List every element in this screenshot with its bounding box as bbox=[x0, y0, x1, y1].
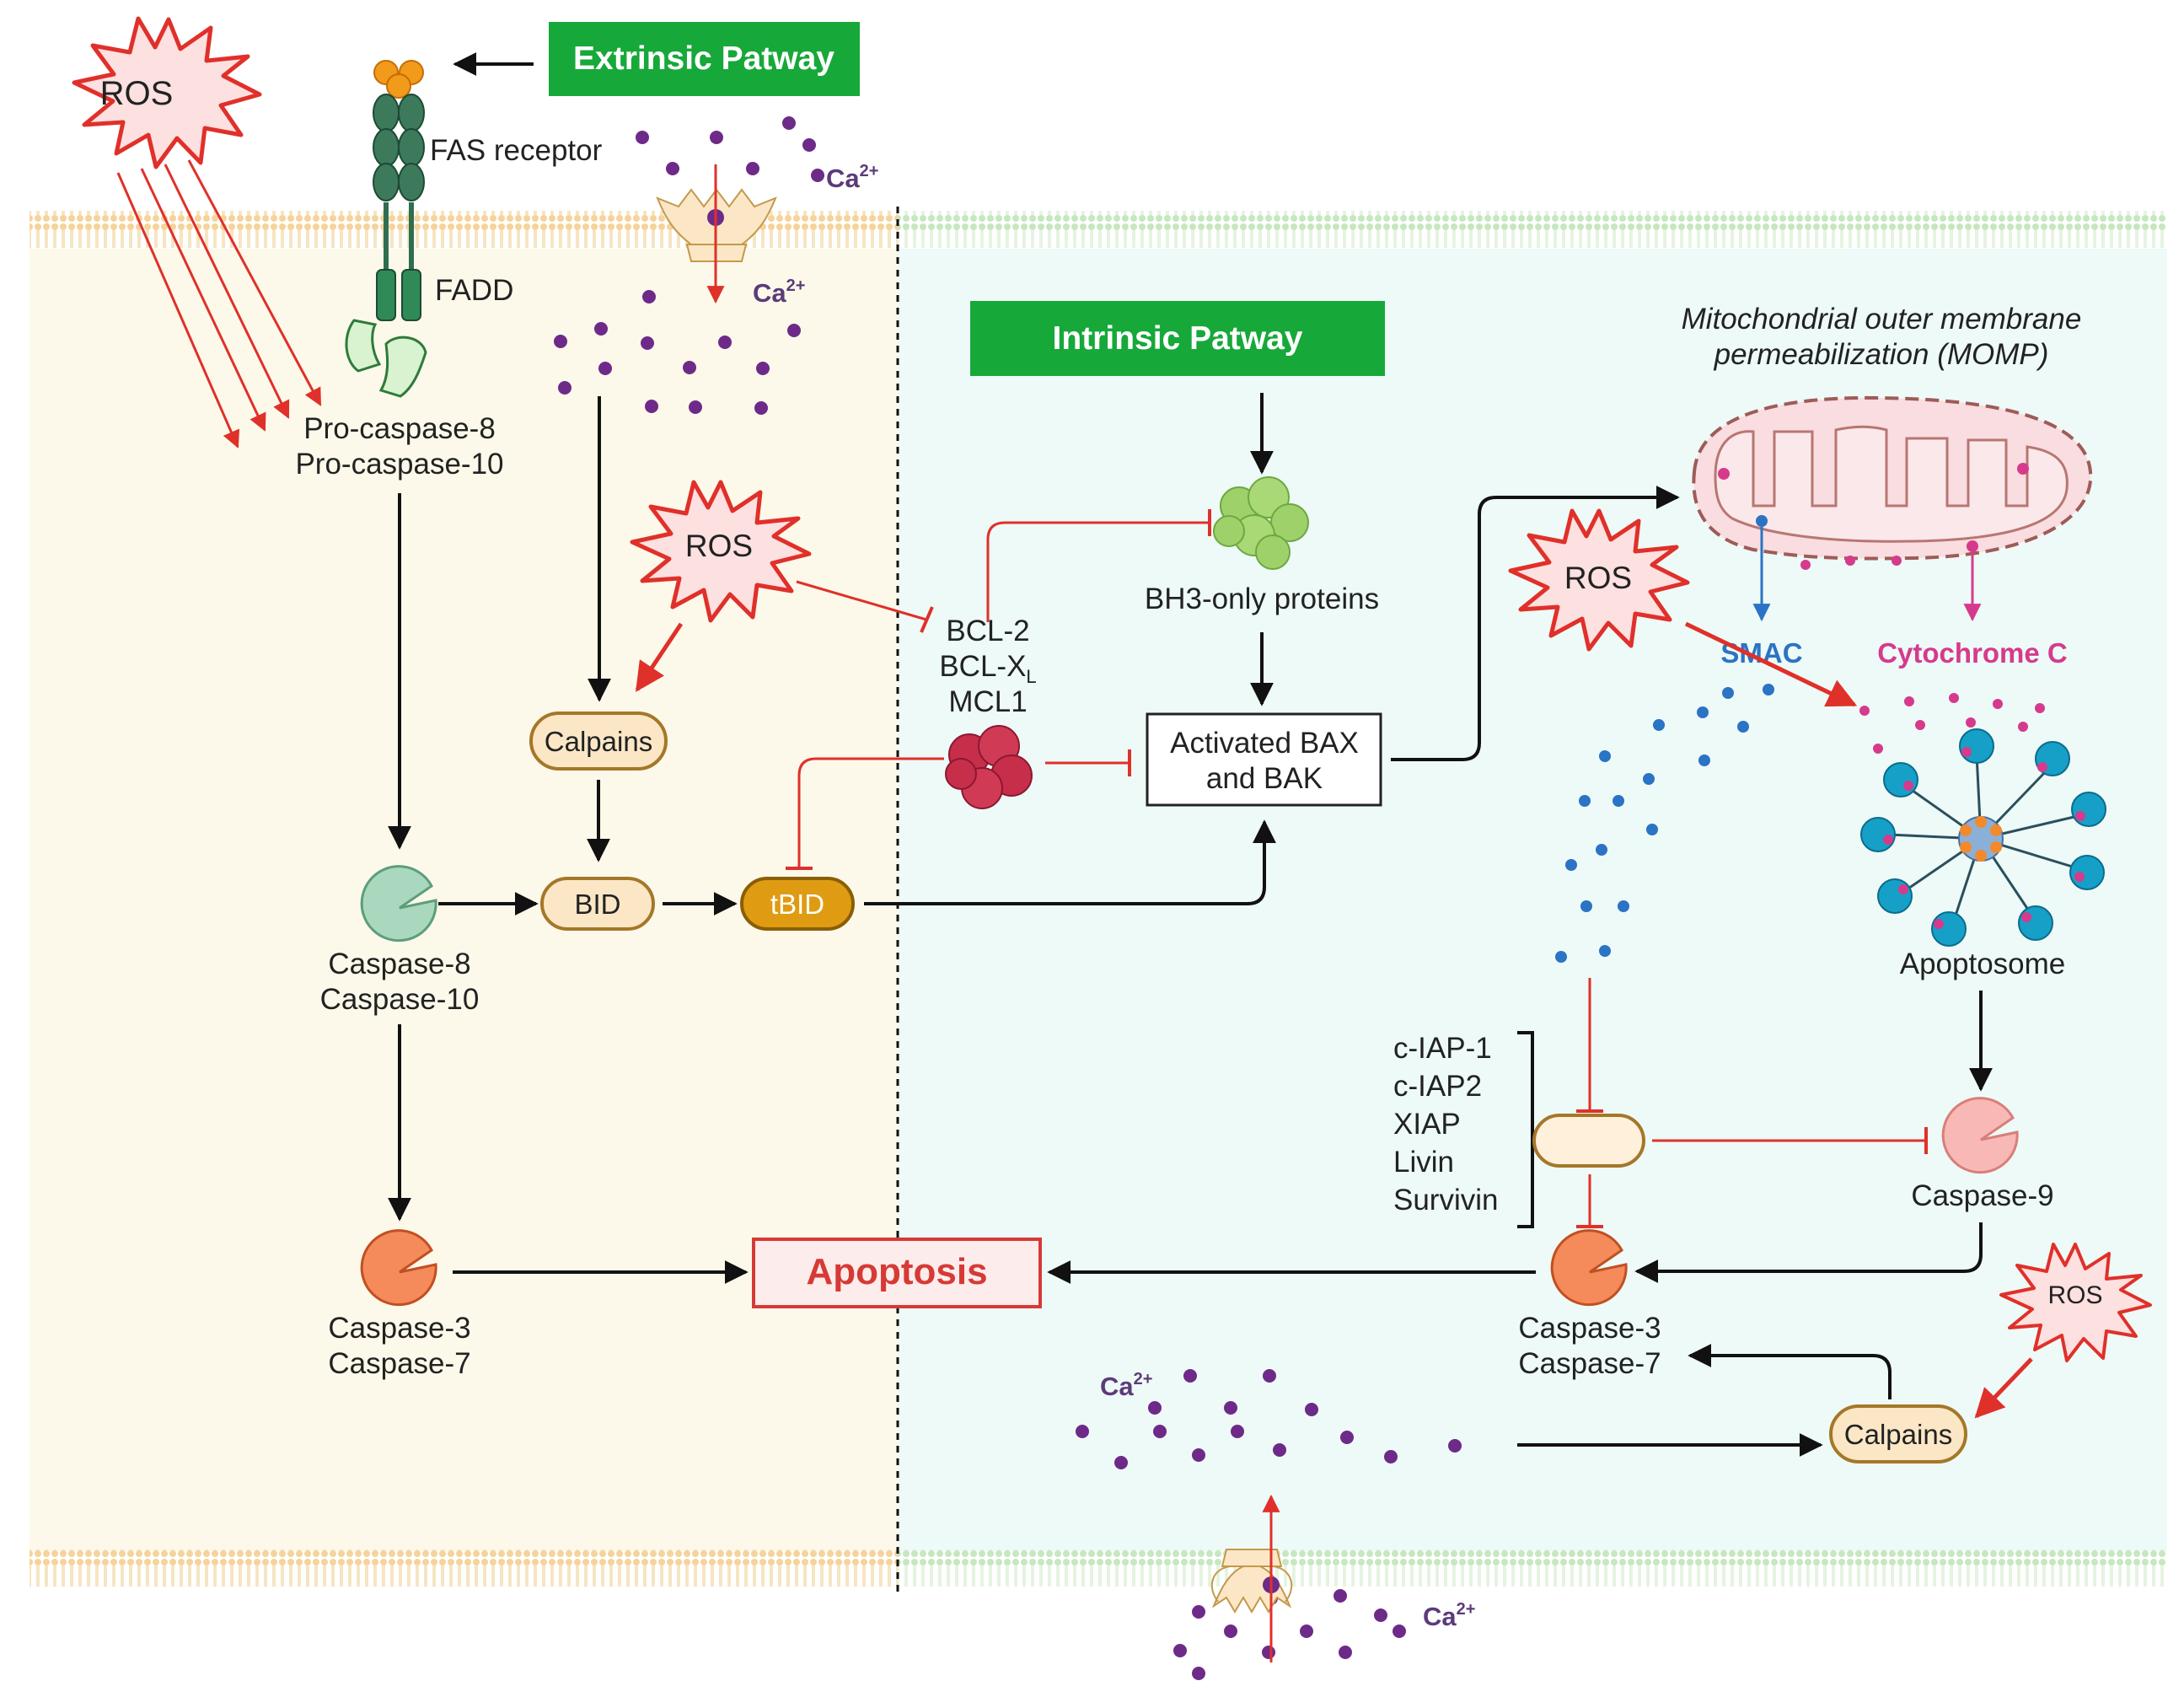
activated-bax-bak-box: Activated BAX and BAK bbox=[1146, 712, 1382, 807]
iap-item: c-IAP2 bbox=[1393, 1070, 1482, 1103]
bh3-protein-icon bbox=[1213, 476, 1309, 570]
smac-molecules bbox=[1555, 684, 1774, 963]
bak-label: and BAK bbox=[1206, 762, 1323, 795]
arrow-ros-to-calpains-intrinsic bbox=[1974, 1357, 2033, 1419]
tbid-pill: tBID bbox=[740, 877, 855, 931]
plasma-membrane-bottom-right bbox=[898, 1549, 2167, 1587]
iap-item: Livin bbox=[1393, 1146, 1454, 1179]
caspase-9-icon bbox=[1941, 1097, 2019, 1174]
cytochrome-c-label: Cytochrome C bbox=[1877, 637, 2068, 669]
bid-label: BID bbox=[574, 889, 620, 920]
ros-burst-middle: ROS bbox=[630, 480, 812, 623]
iap-item: Survivin bbox=[1393, 1184, 1498, 1216]
inhibit-bcl2-bh3 bbox=[986, 521, 1210, 622]
arrow-ros-to-apoptosome bbox=[1684, 621, 1858, 707]
momp-label-line2: permeabilization (MOMP) bbox=[1714, 338, 2049, 371]
plasma-membrane-top-right bbox=[898, 211, 2167, 248]
ros-label: ROS bbox=[1564, 561, 1632, 595]
ros-burst-bottomright: ROS bbox=[1999, 1243, 2152, 1362]
calpains-label: Calpains bbox=[545, 726, 652, 757]
momp-label-line1: Mitochondrial outer membrane bbox=[1682, 303, 2082, 336]
arrow-calpains-to-caspase3 bbox=[1688, 1344, 1892, 1399]
iap-pill bbox=[1532, 1114, 1645, 1168]
caspase-9-label: Caspase-9 bbox=[1911, 1179, 2053, 1212]
iap-item: XIAP bbox=[1393, 1108, 1461, 1141]
extrinsic-title-box: Extrinsic Patway bbox=[549, 22, 860, 96]
bh3-label: BH3-only proteins bbox=[1145, 583, 1379, 615]
caspase-8-icon bbox=[360, 865, 437, 942]
ros-label: ROS bbox=[685, 529, 753, 563]
calcium-ions-top bbox=[554, 116, 824, 415]
ros-burst-topleft: ROS bbox=[72, 16, 262, 169]
calcium-label-top1: Ca2+ bbox=[826, 162, 878, 193]
calcium-label-bottom2: Ca2+ bbox=[1423, 1600, 1475, 1631]
inhibit-ros-bcl2 bbox=[796, 580, 927, 621]
caspase-3-extrinsic-icon bbox=[360, 1229, 437, 1307]
arrow-caspase9-to-caspase3 bbox=[1634, 1222, 1983, 1283]
tbid-label: tBID bbox=[770, 889, 824, 920]
ros-burst-mito: ROS bbox=[1508, 508, 1690, 652]
caspase-3-extrinsic-label: Caspase-3 bbox=[328, 1312, 470, 1345]
fas-receptor-label: FAS receptor bbox=[430, 134, 603, 167]
calpains-pill-intrinsic: Calpains bbox=[1829, 1404, 1967, 1463]
bid-pill: BID bbox=[540, 877, 655, 931]
fadd-label: FADD bbox=[435, 274, 513, 307]
bcl2-family-protein-icon bbox=[945, 725, 1033, 809]
bclxl-label: BCL-XL bbox=[939, 650, 1036, 687]
ros-label: ROS bbox=[2047, 1281, 2102, 1309]
smac-label: SMAC bbox=[1720, 637, 1802, 669]
iap-item: c-IAP-1 bbox=[1393, 1032, 1492, 1065]
bcl2-label: BCL-2 bbox=[946, 615, 1029, 647]
procaspase-10-label: Pro-caspase-10 bbox=[295, 448, 503, 481]
apoptosis-box: Apoptosis bbox=[752, 1238, 1042, 1308]
intrinsic-title-box: Intrinsic Patway bbox=[970, 301, 1385, 376]
arrow-bax-to-mitochondria bbox=[1391, 486, 1680, 761]
caspase-7-intrinsic-label: Caspase-7 bbox=[1518, 1347, 1661, 1380]
arrow-tbid-to-bax bbox=[864, 819, 1276, 905]
iap-list: c-IAP-1 c-IAP2 XIAP Livin Survivin bbox=[1393, 1032, 1498, 1216]
caspase-3-intrinsic-icon bbox=[1550, 1229, 1628, 1307]
caspase-3-intrinsic-label: Caspase-3 bbox=[1518, 1312, 1661, 1345]
inhibit-bar bbox=[920, 606, 934, 633]
arrow-ros-to-calpains bbox=[635, 622, 684, 692]
procaspase-8-label: Pro-caspase-8 bbox=[303, 412, 496, 445]
calcium-ions-bottom bbox=[1076, 1369, 1462, 1680]
fadd-icon bbox=[345, 319, 427, 398]
bax-label: Activated BAX bbox=[1170, 727, 1359, 760]
caspase-10-label: Caspase-10 bbox=[320, 983, 480, 1016]
mcl1-label: MCL1 bbox=[948, 685, 1027, 718]
mitochondrion-icon bbox=[1692, 395, 2093, 570]
ros-label: ROS bbox=[100, 75, 174, 112]
calcium-label-top2: Ca2+ bbox=[753, 277, 805, 308]
inhibit-bcl2-tbid bbox=[797, 757, 944, 868]
caspase-7-extrinsic-label: Caspase-7 bbox=[328, 1347, 470, 1380]
extrinsic-title: Extrinsic Patway bbox=[573, 40, 834, 77]
calpains-pill-extrinsic: Calpains bbox=[529, 712, 668, 771]
calcium-label-bottom1: Ca2+ bbox=[1100, 1370, 1152, 1401]
ros-to-procaspase-arrows bbox=[116, 159, 322, 448]
apoptosome-icon bbox=[1860, 728, 2106, 947]
calpains-label: Calpains bbox=[1844, 1419, 1952, 1450]
apoptosis-label: Apoptosis bbox=[806, 1251, 987, 1292]
cytochrome-molecules bbox=[1859, 693, 2045, 754]
intrinsic-title: Intrinsic Patway bbox=[1053, 320, 1303, 357]
fas-receptor-icon bbox=[373, 60, 425, 321]
iap-bracket bbox=[1517, 1031, 1534, 1228]
plasma-membrane-bottom-left bbox=[30, 1549, 898, 1587]
caspase-8-label: Caspase-8 bbox=[328, 948, 470, 980]
apoptosome-label: Apoptosome bbox=[1900, 948, 2066, 980]
